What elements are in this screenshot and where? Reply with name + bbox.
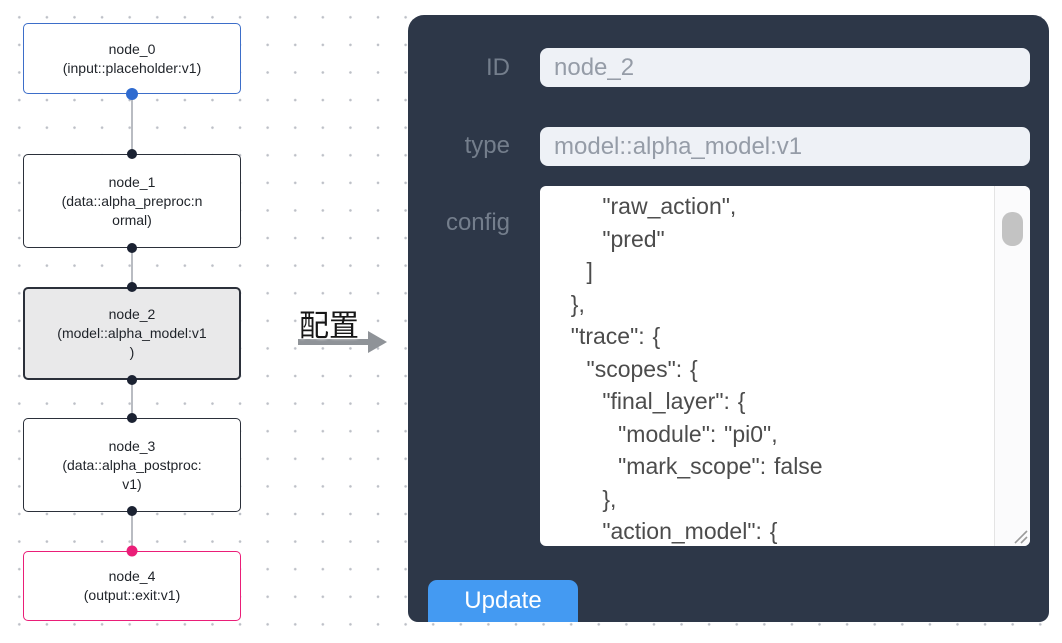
- flow-node-node_4[interactable]: node_4 (output::exit:v1): [23, 551, 241, 621]
- port-node2-input[interactable]: [127, 282, 137, 292]
- flow-node-node_1[interactable]: node_1 (data::alpha_preproc:n ormal): [23, 154, 241, 248]
- flow-node-node_0[interactable]: node_0 (input::placeholder:v1): [23, 23, 241, 94]
- type-input[interactable]: [540, 127, 1030, 166]
- id-field-label: ID: [486, 54, 510, 81]
- port-node0-output[interactable]: [126, 88, 138, 100]
- port-node4-input[interactable]: [126, 545, 138, 557]
- right-arrow-icon: [368, 331, 387, 353]
- configure-annotation-label: 配置: [299, 310, 359, 343]
- node-config-panel: ID type config "raw_action", "pred" ] },…: [408, 15, 1049, 622]
- id-input[interactable]: [540, 48, 1030, 87]
- config-scrollbar-track[interactable]: [994, 186, 1030, 546]
- port-node3-input[interactable]: [127, 413, 137, 423]
- port-node3-output[interactable]: [127, 506, 137, 516]
- flow-node-node_3[interactable]: node_3 (data::alpha_postproc: v1): [23, 418, 241, 512]
- config-scrollbar-thumb[interactable]: [1002, 212, 1023, 246]
- port-node1-output[interactable]: [127, 243, 137, 253]
- update-button[interactable]: Update: [428, 580, 578, 622]
- config-json-text[interactable]: "raw_action", "pred" ] }, "trace": { "sc…: [570, 193, 823, 544]
- config-editor[interactable]: "raw_action", "pred" ] }, "trace": { "sc…: [540, 186, 1030, 546]
- type-field-label: type: [464, 132, 510, 159]
- port-node1-input[interactable]: [127, 149, 137, 159]
- right-arrow-shaft: [298, 339, 368, 345]
- flow-node-node_2-selected[interactable]: node_2 (model::alpha_model:v1 ): [23, 287, 241, 380]
- resize-handle-icon[interactable]: [1010, 526, 1028, 544]
- config-field-label: config: [445, 209, 510, 236]
- port-node2-output[interactable]: [127, 375, 137, 385]
